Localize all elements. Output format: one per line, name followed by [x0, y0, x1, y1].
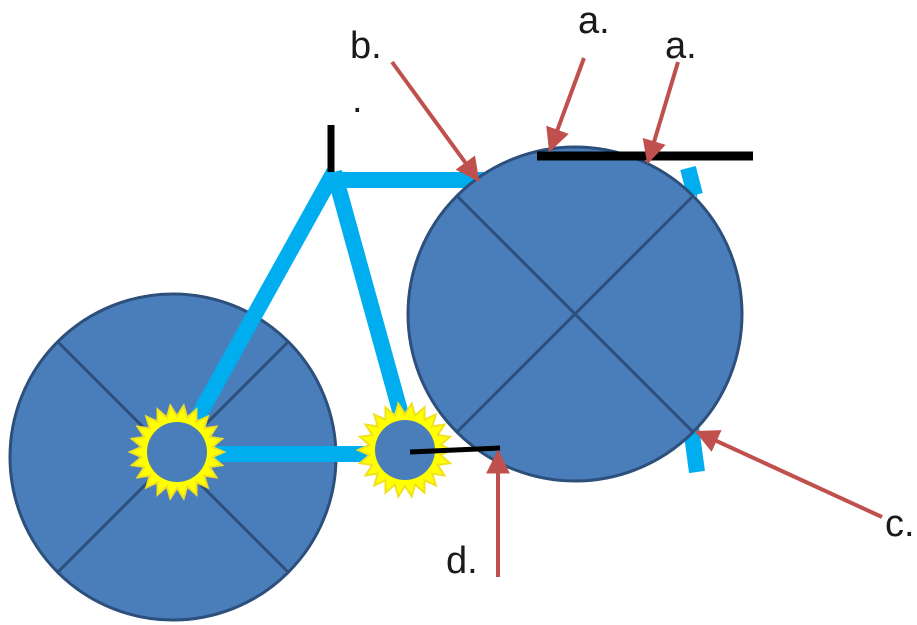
label-c: c.	[885, 503, 915, 545]
pedal-crank	[409, 445, 501, 455]
label-a2: a.	[665, 25, 697, 67]
label-dot: .	[352, 79, 363, 121]
seat-tube	[178, 168, 341, 444]
label-b: b.	[350, 25, 382, 67]
arrow-c	[694, 430, 883, 519]
pedal-hub	[375, 420, 435, 480]
fork-tip	[686, 180, 698, 198]
arrow-a1	[546, 57, 586, 153]
rear-hub	[147, 422, 207, 482]
label-a1: a.	[578, 0, 610, 42]
arrow-a2	[642, 61, 680, 165]
down-tube	[326, 169, 418, 450]
front-wheel	[406, 145, 744, 483]
arrow-b	[390, 60, 480, 182]
annotation-arrows	[390, 57, 883, 577]
front-wheel-spoke	[454, 193, 696, 435]
label-d: d.	[446, 540, 478, 582]
